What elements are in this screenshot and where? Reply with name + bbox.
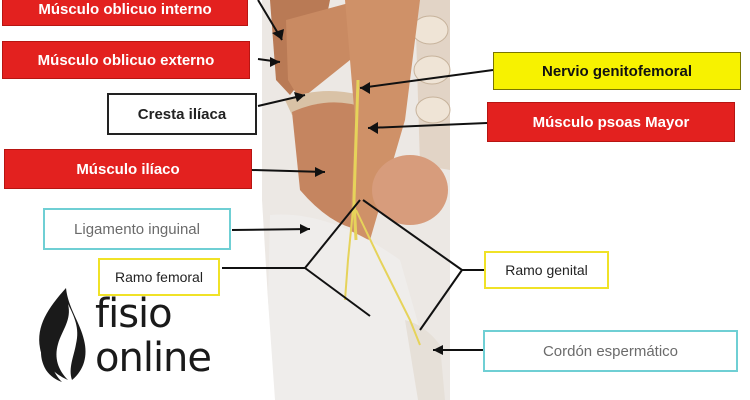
label-cordon-espermatico: Cordón espermático (483, 330, 738, 372)
label-oblicuo-externo: Músculo oblicuo externo (2, 41, 250, 79)
psoas-major-muscle (345, 0, 420, 240)
label-musculo-iliaco: Músculo ilíaco (4, 149, 252, 189)
pelvic-floor (372, 155, 448, 225)
vertebra (415, 96, 451, 124)
genitofemoral-nerve (352, 79, 360, 241)
genital-branch-nerve (355, 209, 421, 346)
logo-text-fisio: fisio (95, 291, 173, 337)
femoral-branch-nerve (344, 199, 355, 301)
label-psoas-mayor: Músculo psoas Mayor (487, 102, 735, 142)
label-ramo-femoral: Ramo femoral (98, 258, 220, 296)
flame-icon (39, 288, 86, 382)
label-cresta-iliaca: Cresta ilíaca (107, 93, 257, 135)
label-oblicuo-interno: Músculo oblicuo interno (2, 0, 248, 26)
label-nervio-genitofemoral: Nervio genitofemoral (493, 52, 741, 90)
label-ramo-genital: Ramo genital (484, 251, 609, 289)
iliacus-muscle (292, 102, 365, 230)
spermatic-cord (405, 320, 445, 400)
label-ligamento-inguinal: Ligamento inguinal (43, 208, 231, 250)
fisioonline-logo: fisio online (28, 286, 238, 386)
logo-text-online: online (95, 335, 212, 381)
